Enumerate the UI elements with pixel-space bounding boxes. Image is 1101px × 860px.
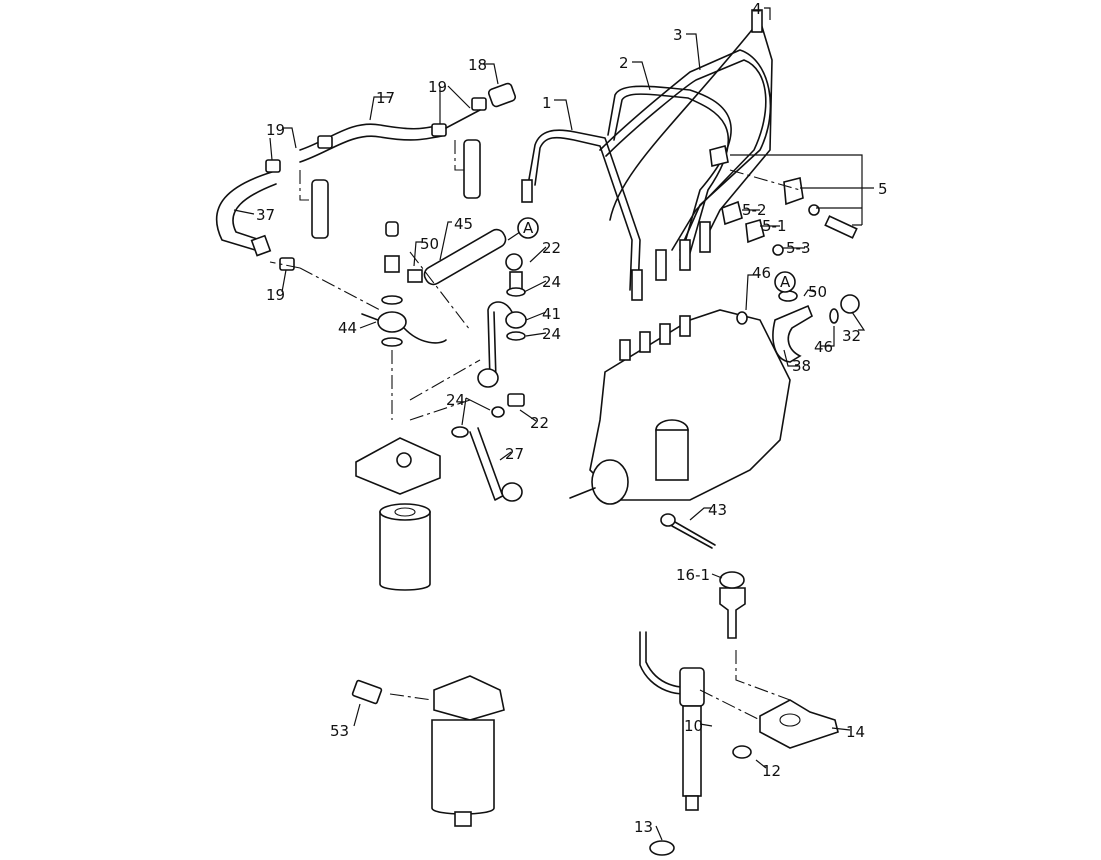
banjo-44-and-pipe-45 xyxy=(361,221,526,347)
callout-12: 12 xyxy=(762,762,781,780)
callout-10: 10 xyxy=(684,717,703,735)
leader-dashlines xyxy=(269,251,481,421)
callout-A-right: A xyxy=(780,273,791,291)
callout-22-top: 22 xyxy=(542,239,561,257)
callout-46-right: 46 xyxy=(814,338,833,356)
callout-16-1: 16-1 xyxy=(676,566,710,584)
callout-32: 32 xyxy=(842,327,861,345)
callout-17: 17 xyxy=(376,89,395,107)
callout-3: 3 xyxy=(673,26,683,44)
callout-4: 4 xyxy=(752,0,762,18)
callout-19-left: 19 xyxy=(266,121,285,139)
injection-pipes xyxy=(521,9,773,301)
callout-46-top: 46 xyxy=(752,264,771,282)
hose-clips-19 xyxy=(265,97,487,271)
callout-5-3: 5-3 xyxy=(786,239,811,257)
callout-53: 53 xyxy=(330,722,349,740)
clamp-5 xyxy=(709,145,858,256)
callout-24-b: 24 xyxy=(542,325,561,343)
callout-27: 27 xyxy=(505,445,524,463)
callout-14: 14 xyxy=(846,723,865,741)
callout-22-bottom: 22 xyxy=(530,414,549,432)
injector-assembly xyxy=(639,571,839,856)
callout-5-1: 5-1 xyxy=(762,217,787,235)
injector-connectors xyxy=(299,109,481,239)
callout-43: 43 xyxy=(708,501,727,519)
callout-41: 41 xyxy=(542,305,561,323)
callout-38: 38 xyxy=(792,357,811,375)
callout-24-a: 24 xyxy=(542,273,561,291)
callout-19-top: 19 xyxy=(428,78,447,96)
fuel-filter-upper xyxy=(355,437,441,591)
callout-5-2: 5-2 xyxy=(742,201,767,219)
callout-24-c: 24 xyxy=(446,391,465,409)
callout-5: 5 xyxy=(878,180,888,198)
injection-pump xyxy=(569,290,860,549)
callout-18: 18 xyxy=(468,56,487,74)
callout-labels: 1 2 3 4 5 5-2 5-1 5-3 17 18 19 19 37 45 … xyxy=(256,0,888,836)
callout-A-left: A xyxy=(523,219,534,237)
callout-45: 45 xyxy=(454,215,473,233)
callout-44: 44 xyxy=(338,319,357,337)
cap-18 xyxy=(487,82,517,108)
callout-2: 2 xyxy=(619,54,629,72)
callout-50: 50 xyxy=(420,235,439,253)
callout-50-right: 50 xyxy=(808,283,827,301)
fuel-filter-lower xyxy=(351,675,505,827)
leader-lines xyxy=(233,7,874,841)
callout-1: 1 xyxy=(542,94,552,112)
callout-13: 13 xyxy=(634,818,653,836)
callout-37: 37 xyxy=(256,206,275,224)
callout-19-bottom: 19 xyxy=(266,286,285,304)
